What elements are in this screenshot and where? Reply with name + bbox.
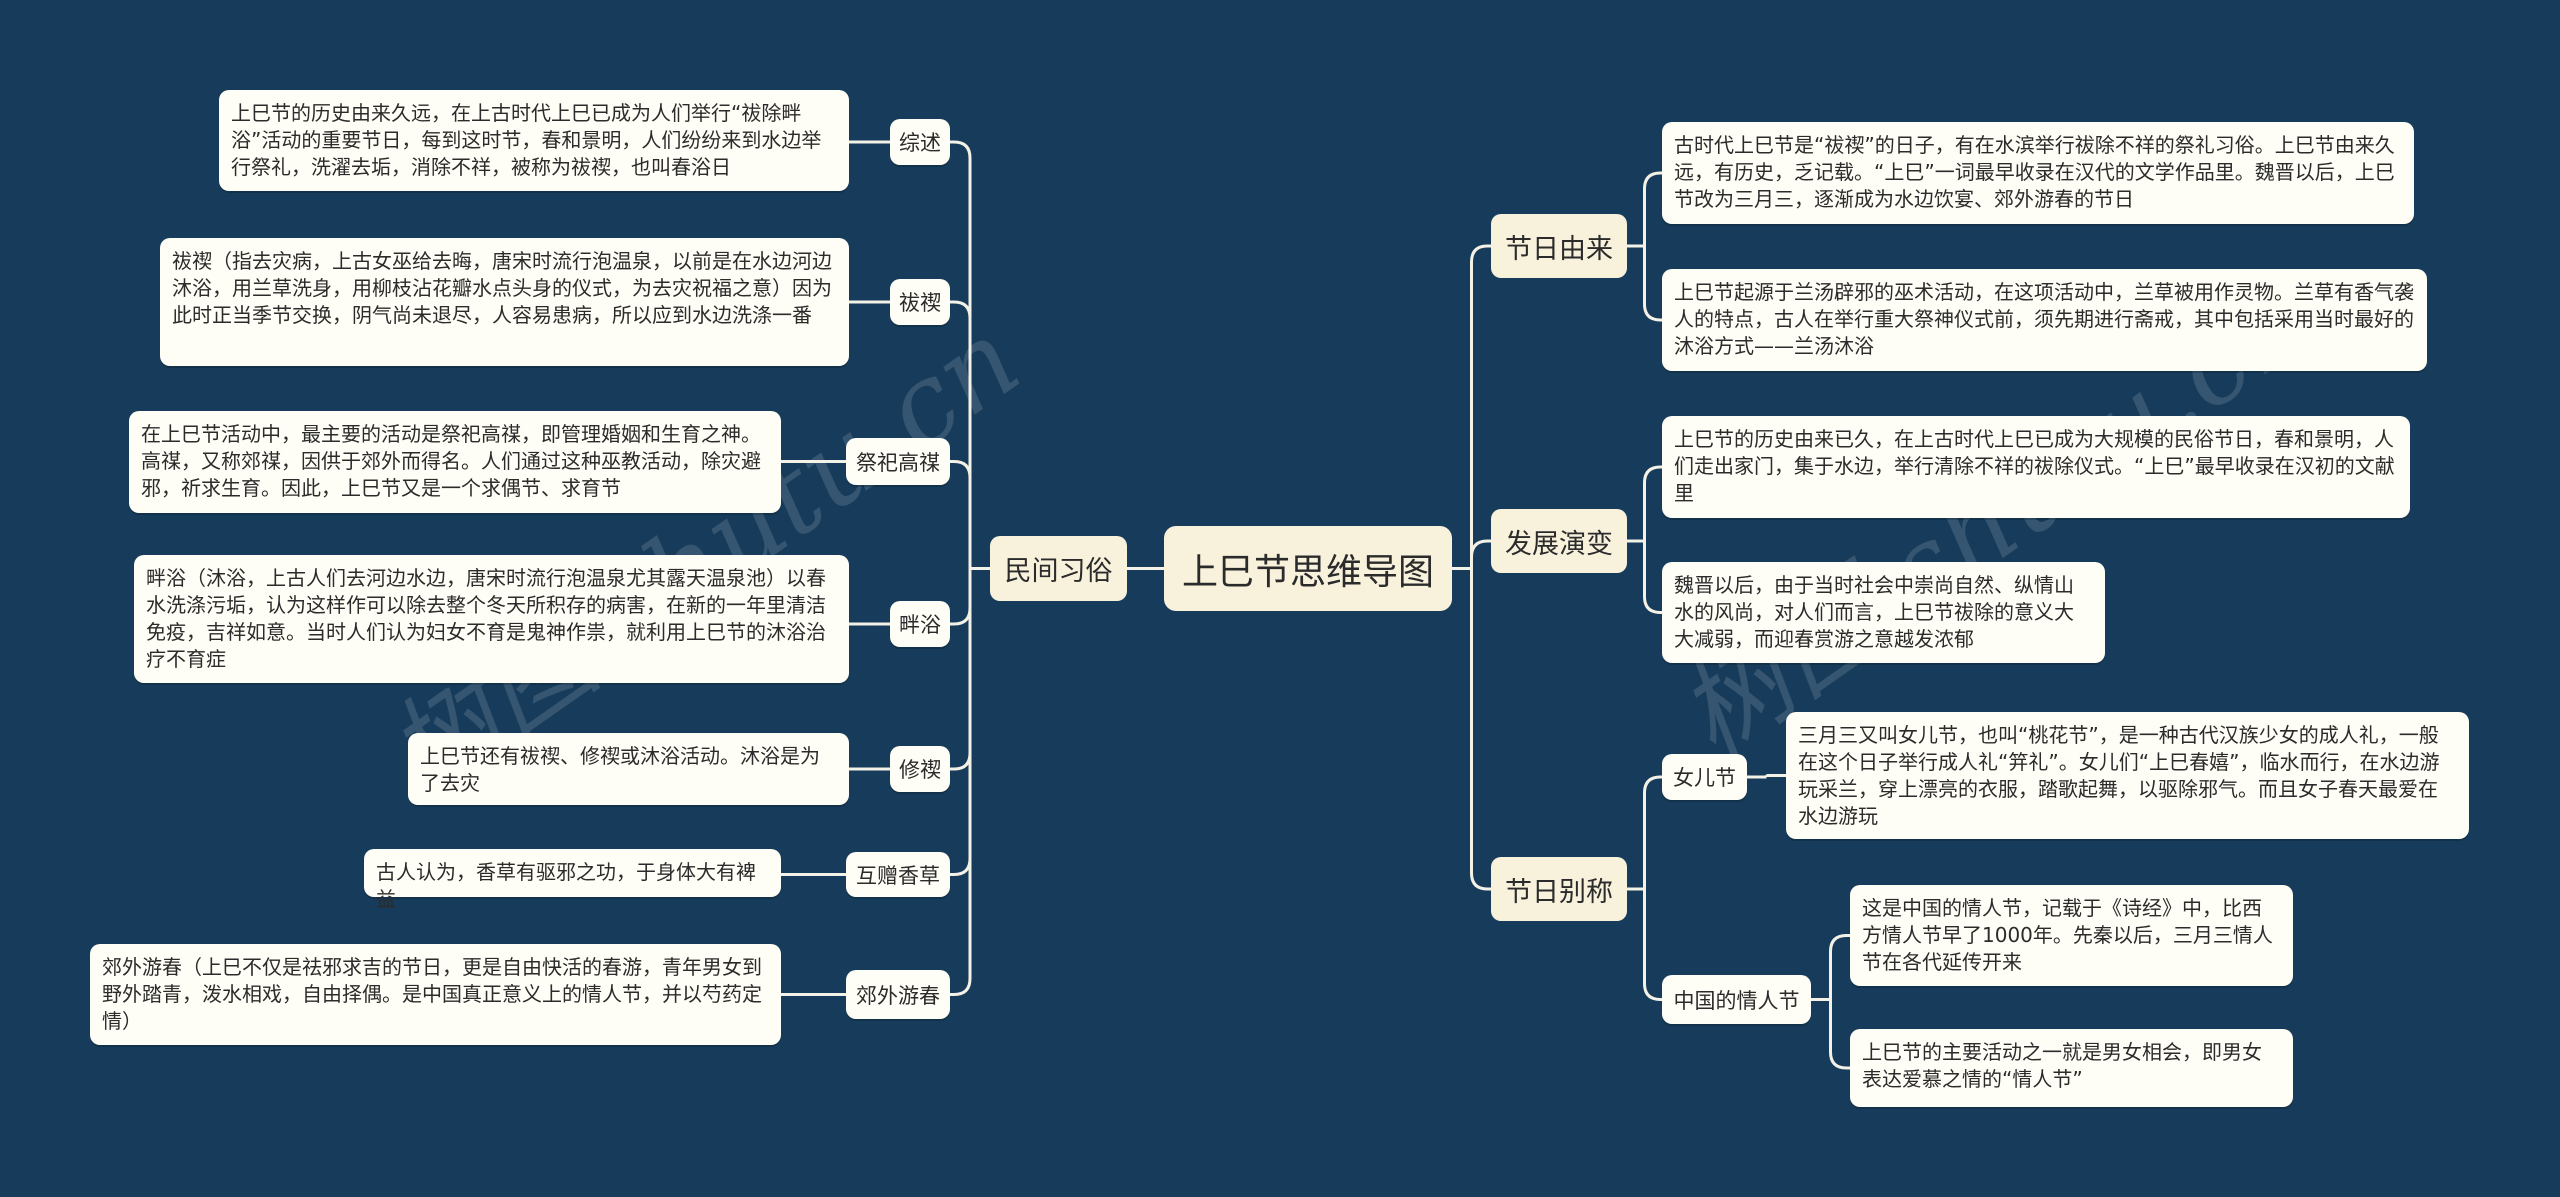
note-spring-outing[interactable]: 郊外游春（上巳不仅是祛邪求吉的节日，更是自由快活的春游，青年男女到野外踏青，泼水… [90,944,781,1045]
connector-line [1470,568,1491,891]
connector-line [1643,541,1662,614]
topic-overview[interactable]: 综述 [890,119,950,165]
connector-line [1470,244,1491,569]
connector-line [1643,465,1662,541]
note-valentines-1[interactable]: 这是中国的情人节，记载于《诗经》中，比西方情人节早了1000年。先秦以后，三月三… [1850,885,2293,986]
connector-line [1765,774,1786,778]
note-origin-1[interactable]: 古时代上巳节是“祓禊”的日子，有在水滨举行祓除不祥的祭礼习俗。上巳节由来久远，有… [1662,122,2414,224]
note-herb-exchange[interactable]: 古人认为，香草有驱邪之功，于身体大有裨益 [364,849,781,911]
connector-line [1643,171,1662,246]
note-origin-2[interactable]: 上巳节起源于兰汤辟邪的巫术活动，在这项活动中，兰草被用作灵物。兰草有香气袭人的特… [1662,269,2427,371]
note-fuxi[interactable]: 祓禊（指去灾病，上古女巫给去晦，唐宋时流行泡温泉，以前是在水边河边沐浴，用兰草洗… [160,238,849,366]
branch-evolution[interactable]: 发展演变 [1491,509,1627,573]
topic-chinese-valentines[interactable]: 中国的情人节 [1662,975,1811,1024]
note-evolution-2[interactable]: 魏晋以后，由于当时社会中崇尚自然、纵情山水的风尚，对人们而言，上巳节祓除的意义大… [1662,562,2105,663]
connector-line [950,460,972,569]
topic-fuxi[interactable]: 祓禊 [890,279,950,325]
topic-xiuxi[interactable]: 修禊 [890,746,950,792]
note-girls-festival[interactable]: 三月三又叫女儿节，也叫“桃花节”，是一种古代汉族少女的成人礼，一般在这个日子举行… [1786,712,2469,839]
topic-panyu[interactable]: 畔浴 [890,601,950,647]
note-overview[interactable]: 上巳节的历史由来久远，在上古时代上巳已成为人们举行“祓除畔浴”活动的重要节日，每… [219,90,849,191]
central-topic[interactable]: 上巳节思维导图 [1164,526,1452,611]
note-xiuxi[interactable]: 上巳节还有祓禊、修禊或沐浴活动。沐浴是为了去灾 [408,733,849,805]
note-panyu[interactable]: 畔浴（沐浴，上古人们去河边水边，唐宋时流行泡温泉尤其露天温泉池）以春水洗涤污垢，… [134,555,849,683]
connector-line [1643,775,1662,889]
connector-line [950,568,972,996]
connector-line [950,140,972,569]
note-gaomei-worship[interactable]: 在上巳节活动中，最主要的活动是祭祀高禖，即管理婚姻和生育之神。高禖，又称郊禖，因… [129,411,781,513]
connector-line [1470,539,1491,569]
topic-spring-outing[interactable]: 郊外游春 [846,970,950,1019]
connector-line [950,568,972,876]
connector-line [1643,889,1662,1001]
connector-line [1829,999,1850,1070]
connector-line [1829,934,1850,1000]
topic-herb-exchange[interactable]: 互赠香草 [846,852,950,897]
note-valentines-2[interactable]: 上巳节的主要活动之一就是男女相会，即男女表达爱慕之情的“情人节” [1850,1029,2293,1107]
connector-line [1643,246,1662,322]
topic-gaomei-worship[interactable]: 祭祀高禖 [846,438,950,485]
branch-aliases[interactable]: 节日别称 [1491,857,1627,921]
connector-line [950,568,972,771]
connector-line [950,568,972,626]
branch-folk-customs[interactable]: 民间习俗 [990,536,1127,601]
branch-origin[interactable]: 节日由来 [1491,214,1627,278]
topic-girls-festival[interactable]: 女儿节 [1662,754,1747,800]
note-evolution-1[interactable]: 上巳节的历史由来已久，在上古时代上巳已成为大规模的民俗节日，春和景明，人们走出家… [1662,416,2410,518]
connector-line [950,300,972,569]
